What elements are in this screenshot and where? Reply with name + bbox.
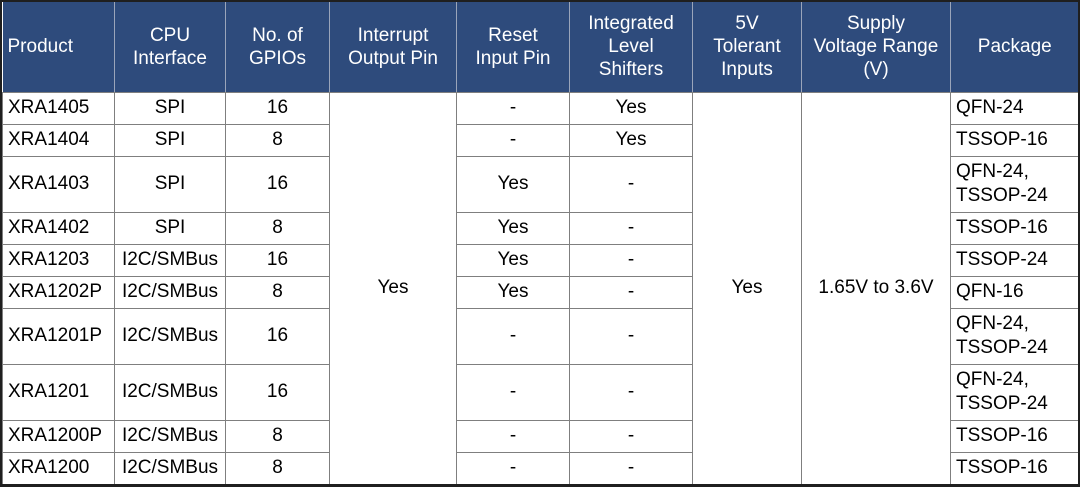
level-shifters-cell: - [569, 155, 693, 213]
gpio-count-cell: 8 [225, 123, 330, 157]
column-header-reset-input-pin: Reset Input Pin [456, 2, 570, 93]
cpu-interface-cell: SPI [114, 123, 226, 157]
supply-voltage-cell: 1.65V to 3.6V [801, 91, 951, 484]
cpu-interface-cell: I2C/SMBus [114, 363, 226, 421]
package-cell: QFN-24, TSSOP-24 [950, 155, 1078, 213]
reset-input-pin-cell: - [456, 123, 570, 157]
cpu-interface-cell: I2C/SMBus [114, 243, 226, 277]
level-shifters-cell: - [569, 275, 693, 309]
reset-input-pin-cell: - [456, 451, 570, 484]
gpio-count-cell: 8 [225, 451, 330, 484]
product-cell: XRA1202P [2, 275, 115, 309]
column-header-cpu-interface: CPU Interface [114, 2, 226, 93]
level-shifters-cell: - [569, 307, 693, 365]
column-header-no-of-gpios: No. of GPIOs [225, 2, 330, 93]
package-cell: TSSOP-16 [950, 451, 1078, 484]
column-header-5v-tolerant-inputs: 5V Tolerant Inputs [692, 2, 802, 93]
level-shifters-cell: - [569, 243, 693, 277]
package-cell: TSSOP-24 [950, 243, 1078, 277]
level-shifters-cell: Yes [569, 123, 693, 157]
package-cell: QFN-16 [950, 275, 1078, 309]
reset-input-pin-cell: - [456, 307, 570, 365]
package-cell: QFN-24 [950, 91, 1078, 125]
product-cell: XRA1201 [2, 363, 115, 421]
gpio-count-cell: 16 [225, 155, 330, 213]
gpio-count-cell: 16 [225, 91, 330, 125]
column-header-interrupt-output-pin: Interrupt Output Pin [329, 2, 457, 93]
gpio-count-cell: 16 [225, 243, 330, 277]
gpio-count-cell: 16 [225, 307, 330, 365]
gpio-count-cell: 8 [225, 211, 330, 245]
level-shifters-cell: - [569, 451, 693, 484]
product-cell: XRA1404 [2, 123, 115, 157]
cpu-interface-cell: SPI [114, 91, 226, 125]
reset-input-pin-cell: - [456, 363, 570, 421]
package-cell: TSSOP-16 [950, 419, 1078, 453]
gpio-count-cell: 8 [225, 419, 330, 453]
package-cell: TSSOP-16 [950, 211, 1078, 245]
reset-input-pin-cell: - [456, 419, 570, 453]
cpu-interface-cell: I2C/SMBus [114, 451, 226, 484]
cpu-interface-cell: I2C/SMBus [114, 307, 226, 365]
level-shifters-cell: Yes [569, 91, 693, 125]
level-shifters-cell: - [569, 211, 693, 245]
package-cell: QFN-24, TSSOP-24 [950, 307, 1078, 365]
column-header-integrated-level-shifters: Integrated Level Shifters [569, 2, 693, 93]
gpio-count-cell: 8 [225, 275, 330, 309]
cpu-interface-cell: I2C/SMBus [114, 419, 226, 453]
interrupt-output-pin-cell: Yes [329, 91, 457, 484]
package-cell: TSSOP-16 [950, 123, 1078, 157]
level-shifters-cell: - [569, 419, 693, 453]
product-cell: XRA1402 [2, 211, 115, 245]
package-cell: QFN-24, TSSOP-24 [950, 363, 1078, 421]
reset-input-pin-cell: Yes [456, 243, 570, 277]
product-cell: XRA1200P [2, 419, 115, 453]
product-cell: XRA1405 [2, 91, 115, 125]
five-v-tolerant-cell: Yes [692, 91, 802, 484]
product-cell: XRA1201P [2, 307, 115, 365]
reset-input-pin-cell: Yes [456, 211, 570, 245]
column-header-package: Package [950, 2, 1078, 93]
table-header-row: Product CPU Interface No. of GPIOs Inter… [2, 2, 1078, 93]
reset-input-pin-cell: Yes [456, 155, 570, 213]
reset-input-pin-cell: - [456, 91, 570, 125]
product-cell: XRA1203 [2, 243, 115, 277]
product-cell: XRA1403 [2, 155, 115, 213]
cpu-interface-cell: I2C/SMBus [114, 275, 226, 309]
column-header-product: Product [2, 2, 115, 93]
product-cell: XRA1200 [2, 451, 115, 484]
column-header-supply-voltage-range: Supply Voltage Range (V) [801, 2, 951, 93]
gpio-count-cell: 16 [225, 363, 330, 421]
cpu-interface-cell: SPI [114, 211, 226, 245]
cpu-interface-cell: SPI [114, 155, 226, 213]
reset-input-pin-cell: Yes [456, 275, 570, 309]
level-shifters-cell: - [569, 363, 693, 421]
